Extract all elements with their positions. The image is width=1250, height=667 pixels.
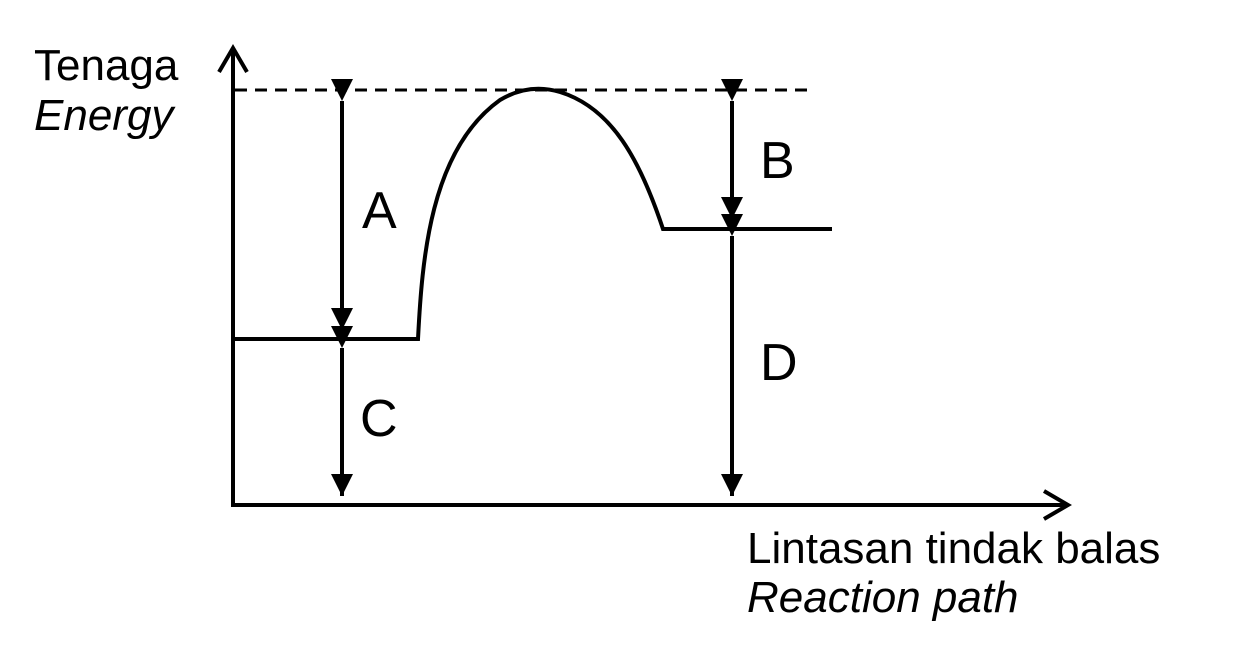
y-axis-arrowhead [217, 44, 249, 74]
x-axis-arrowhead [1042, 489, 1072, 521]
marker-c-label: C [360, 390, 398, 448]
reaction-energy-curve [235, 86, 832, 341]
x-axis-label-malay: Lintasan tindak balas [747, 524, 1160, 573]
marker-b-label: B [760, 132, 795, 190]
marker-a-label: A [362, 182, 397, 240]
y-axis-label-english: Energy [34, 91, 176, 140]
marker-d-label: D [760, 334, 798, 392]
y-axis-label-malay: Tenaga [34, 41, 179, 90]
x-axis-label-english: Reaction path [747, 573, 1019, 622]
